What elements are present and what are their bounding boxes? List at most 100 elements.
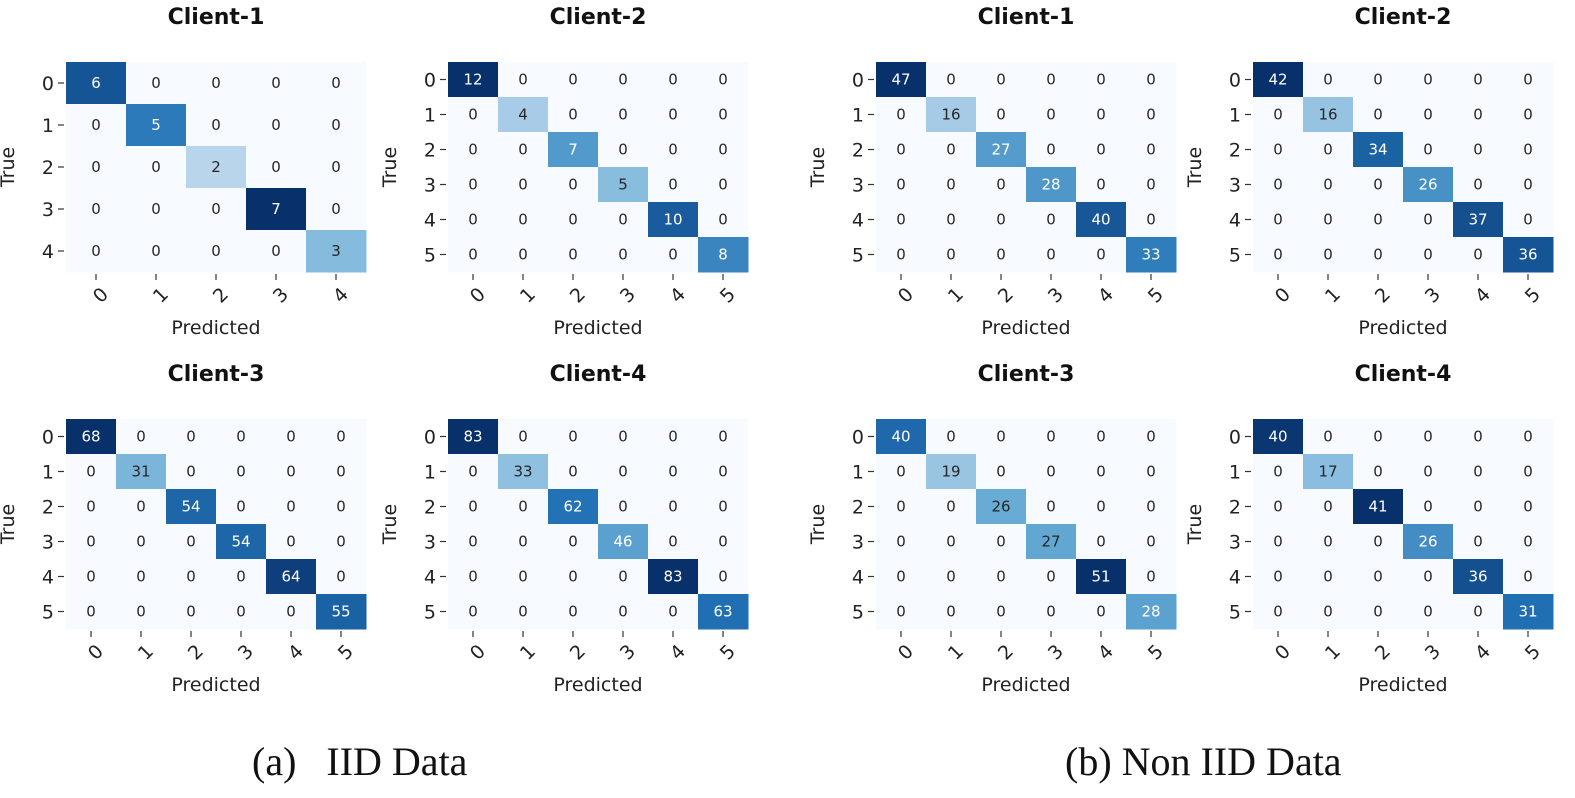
y-tick-label: 0 [424,70,436,92]
y-tick-label: 4 [42,241,54,263]
heatmap-cell [698,97,749,133]
y-tick-label: 2 [424,497,436,519]
x-tick-label: 0 [894,640,918,664]
cell-label: 0 [618,246,628,264]
heatmap-cell [66,419,117,455]
heatmap-cell [1503,132,1554,168]
cell-label: 0 [518,176,528,194]
cell-label: 33 [513,463,532,481]
heatmap-cell [1303,97,1354,133]
cell-label: 0 [668,106,678,124]
heatmap-cell [1303,454,1354,490]
y-tick-label: 5 [424,602,436,624]
heatmap-cell [266,419,317,455]
heatmap-cell [1403,594,1454,630]
cell-label: 0 [1423,428,1433,446]
cell-label: 0 [1523,533,1533,551]
x-tick-label: 3 [616,283,640,307]
y-tick-label: 4 [1229,567,1241,589]
heatmap-cell [1026,559,1077,595]
heatmap-cell [1353,167,1404,203]
cell-label: 0 [1373,463,1383,481]
cell-label: 0 [336,533,346,551]
y-tick-label: 3 [1229,175,1241,197]
heatmap-cell [448,454,499,490]
cell-label: 7 [568,141,578,159]
heatmap-cell [1253,524,1304,560]
cell-label: 26 [1418,533,1437,551]
heatmap-cell [698,202,749,238]
cell-label: 0 [236,428,246,446]
heatmap-cell [1403,524,1454,560]
heatmap-cell [1126,97,1177,133]
cell-label: 0 [618,106,628,124]
caption-non-iid: (b) Non IID Data [1065,739,1342,784]
heatmap-cell [1303,237,1354,273]
heatmap-cell [1353,202,1404,238]
cell-label: 83 [463,428,482,446]
x-tick-label: 1 [1321,640,1345,664]
cell-label: 40 [1091,211,1110,229]
heatmap-cell [1253,97,1304,133]
heatmap-cell [448,559,499,595]
cell-label: 0 [946,498,956,516]
chart-title: Client-2 [1355,5,1452,30]
heatmap-cell [1453,167,1504,203]
cell-label: 0 [1473,71,1483,89]
heatmap-cell [976,489,1027,525]
cell-label: 0 [1273,141,1283,159]
x-tick-label: 2 [1371,283,1395,307]
cell-label: 0 [568,71,578,89]
cell-label: 0 [1523,498,1533,516]
cell-label: 0 [568,568,578,586]
heatmap-cell [498,97,549,133]
heatmap-cell [926,132,977,168]
x-tick-label: 2 [566,640,590,664]
y-axis-label: True [379,147,401,188]
cell-label: 0 [1373,106,1383,124]
heatmap-cell [976,167,1027,203]
heatmap-cell [1253,167,1304,203]
cell-label: 0 [618,463,628,481]
heatmap-cell [548,594,599,630]
heatmap-cell [1076,97,1127,133]
cell-label: 0 [896,106,906,124]
heatmap-cell [126,146,187,189]
cell-label: 0 [568,603,578,621]
cell-label: 0 [1323,211,1333,229]
heatmap-cell [598,419,649,455]
heatmap-cell [1253,132,1304,168]
x-tick-label: 0 [894,283,918,307]
heatmap-cell [448,419,499,455]
heatmap-cell [548,97,599,133]
x-tick-label: 1 [944,640,968,664]
heatmap-cell [1126,489,1177,525]
cell-label: 0 [136,533,146,551]
x-tick-label: 2 [1371,640,1395,664]
heatmap-cell [926,594,977,630]
x-tick-label: 3 [1044,283,1068,307]
cell-label: 0 [1273,211,1283,229]
cell-label: 0 [468,141,478,159]
x-tick-label: 2 [994,640,1018,664]
y-tick-label: 5 [1229,245,1241,267]
heatmap-cell [1453,419,1504,455]
cell-label: 0 [286,463,296,481]
heatmap-cell [1026,202,1077,238]
cell-label: 0 [718,211,728,229]
chart-title: Client-4 [550,362,647,387]
cell-label: 54 [181,498,200,516]
cell-label: 0 [1046,141,1056,159]
heatmap-cell [66,146,127,189]
heatmap-cell [186,146,247,189]
heatmap-cell [598,559,649,595]
cell-label: 0 [996,71,1006,89]
cell-label: 0 [331,158,341,176]
cell-label: 41 [1368,498,1387,516]
cell-label: 0 [1423,71,1433,89]
heatmap-cell [876,489,927,525]
cell-label: 0 [1323,246,1333,264]
cell-label: 0 [1146,533,1156,551]
cell-label: 0 [211,200,221,218]
